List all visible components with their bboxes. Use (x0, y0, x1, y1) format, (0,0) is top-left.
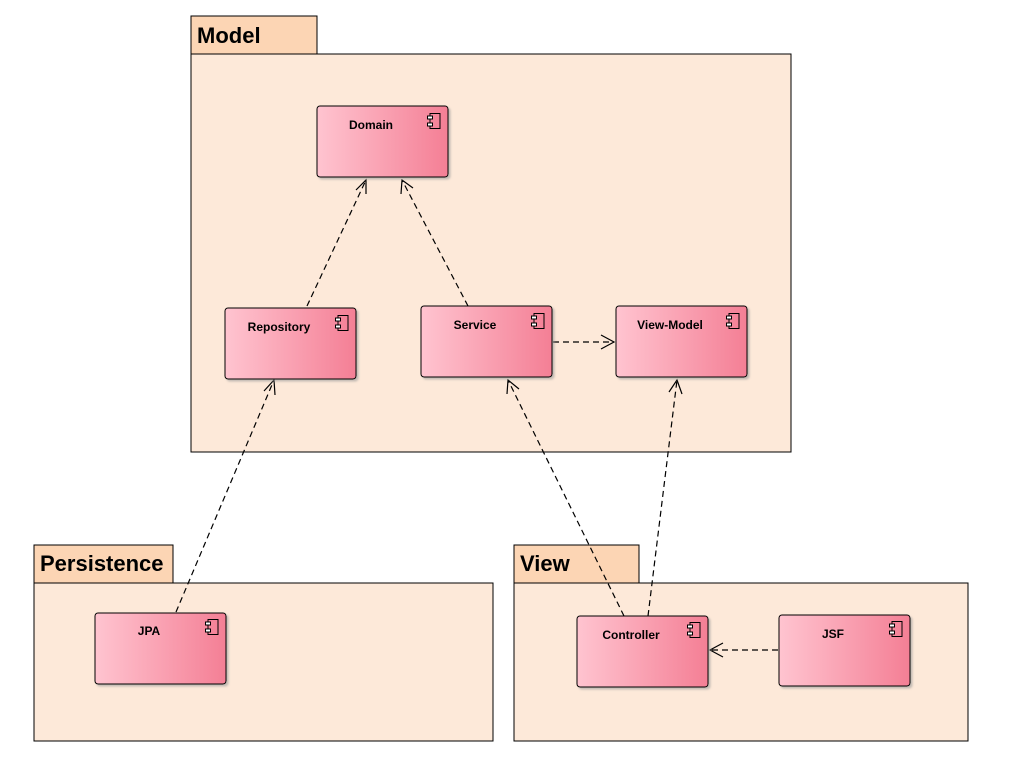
package-persistence-tab (33, 544, 174, 584)
component-jsf[interactable]: JSF (778, 614, 911, 687)
component-service-label: Service (454, 318, 497, 332)
component-controller[interactable]: Controller (576, 615, 709, 688)
component-service[interactable]: Service (420, 305, 553, 378)
package-view-tab (513, 544, 640, 584)
dependency-service-to-view-model (553, 334, 616, 350)
dependency-jsf-to-controller (708, 642, 778, 658)
component-view-model[interactable]: View-Model (615, 305, 748, 378)
component-controller-label: Controller (602, 628, 660, 642)
component-repository[interactable]: Repository (224, 307, 357, 380)
package-persistence[interactable]: Persistence (33, 544, 494, 742)
component-domain[interactable]: Domain (316, 105, 449, 178)
component-jpa-label: JPA (138, 624, 161, 638)
component-domain-label: Domain (349, 118, 393, 132)
package-model-label: Model (197, 23, 261, 48)
dependency-service-to-domain (400, 178, 469, 307)
dependency-repository-to-domain (306, 178, 367, 307)
package-persistence-label: Persistence (40, 551, 164, 576)
component-repository-label: Repository (248, 320, 311, 334)
dependency-jpa-to-repository (175, 378, 276, 613)
component-jpa[interactable]: JPA (94, 612, 227, 685)
component-view-model-label: View-Model (637, 318, 703, 332)
dependency-controller-to-service (506, 378, 625, 617)
package-model-body (190, 53, 792, 453)
package-view-label: View (520, 551, 571, 576)
component-jsf-label: JSF (822, 627, 844, 641)
package-model[interactable]: Model (190, 15, 792, 453)
dependency-controller-to-view-model (647, 378, 683, 617)
package-model-tab (190, 15, 318, 55)
